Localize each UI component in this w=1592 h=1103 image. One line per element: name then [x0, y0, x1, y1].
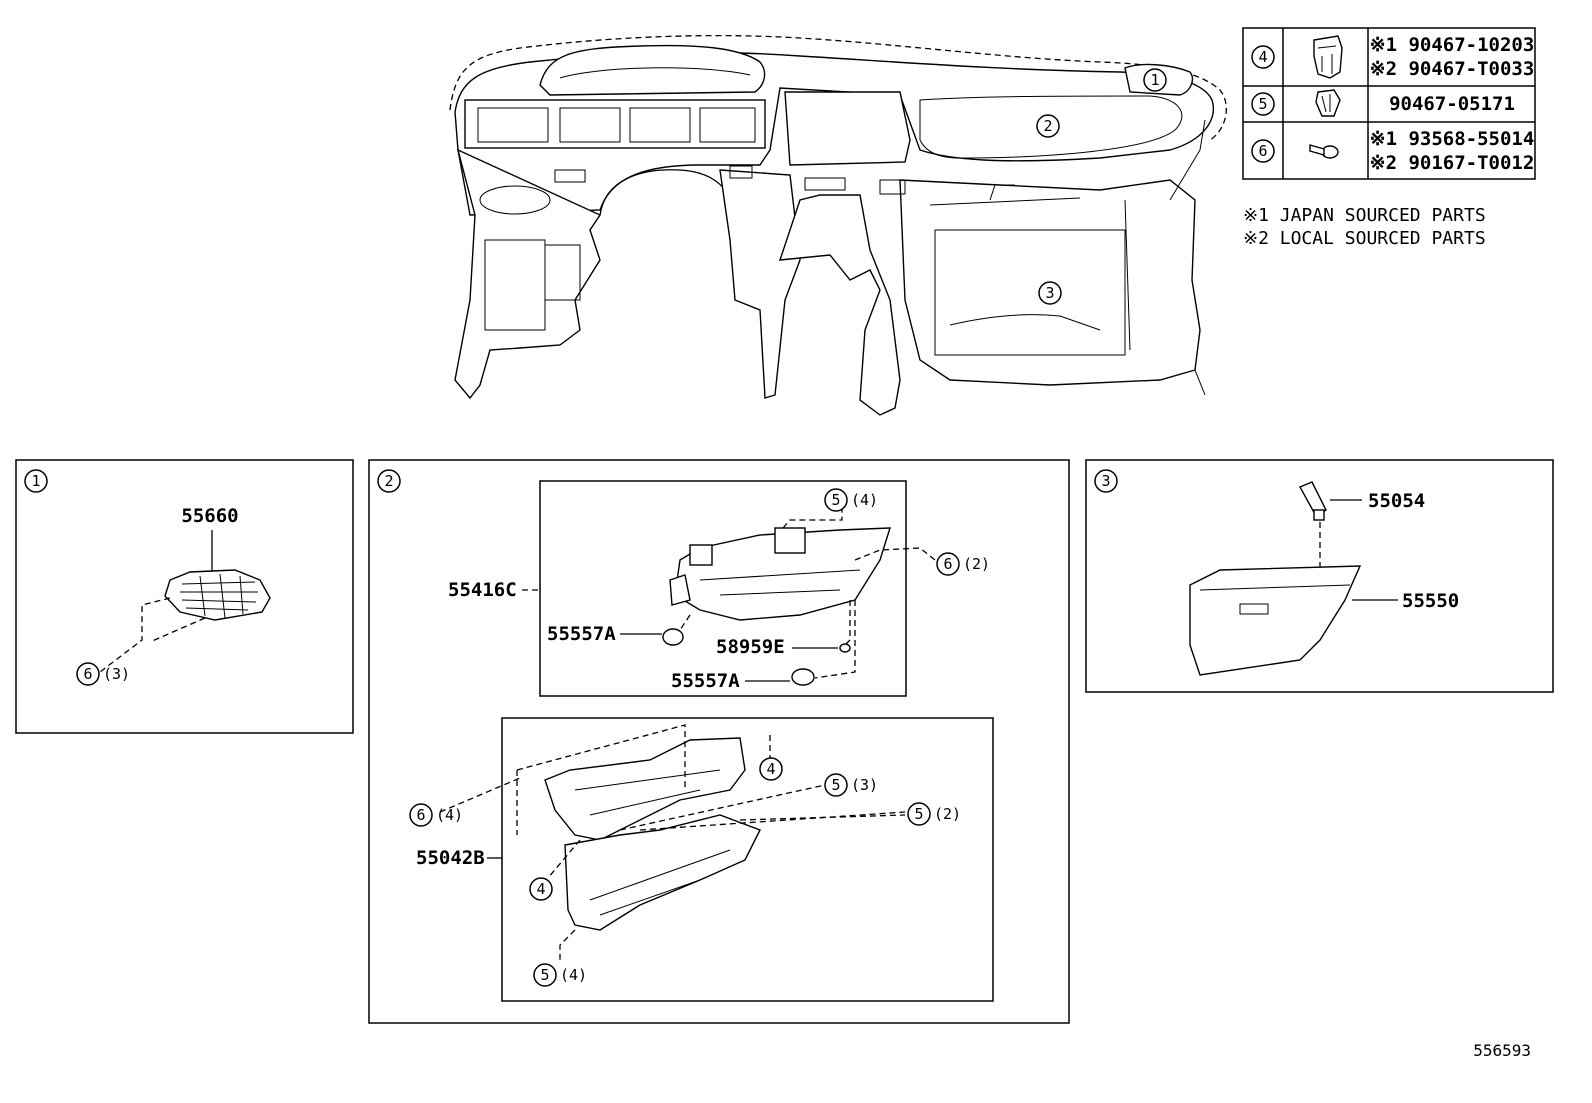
qty-label: (4) [560, 966, 587, 984]
svg-text:5: 5 [831, 776, 840, 794]
svg-text:5: 5 [831, 491, 840, 509]
table-ref: 5 [1258, 95, 1267, 113]
screw-6-icon [1309, 144, 1339, 159]
panel-ref: 1 [31, 472, 40, 490]
fastener-callout-6: 6 (3) [76, 662, 130, 686]
fastener-callout-4-lower: 4 [529, 877, 553, 901]
panel-ref: 2 [384, 472, 393, 490]
table-row-4: 4 ※1 90467-10203 ※2 90467-T0033 [1251, 34, 1535, 80]
fastener-callout-5-4-lower: 5 (4) [533, 963, 587, 987]
diagram-id: 556593 [1473, 1041, 1531, 1060]
table-partno: ※1 90467-10203 [1370, 34, 1535, 56]
qty-label: (4) [851, 491, 878, 509]
part-number-55660: 55660 [181, 505, 238, 527]
fastener-callout-6-4: 6 (4) [409, 803, 463, 827]
panel-3: 3 55054 55550 [1085, 459, 1554, 693]
qty-label: (2) [963, 555, 990, 573]
table-row-5: 5 90467-05171 [1251, 89, 1515, 117]
panel-ref: 3 [1101, 472, 1110, 490]
note-local-sourced: ※2 LOCAL SOURCED PARTS [1243, 228, 1486, 249]
table-partno: ※1 93568-55014 [1370, 128, 1535, 150]
svg-text:6: 6 [83, 665, 92, 683]
part-number-55416C: 55416C [448, 579, 517, 601]
panel-1: 1 55660 6 (3) [15, 459, 354, 734]
fastener-callout-4-upper: 4 [759, 757, 783, 781]
reinforcement-part [544, 737, 761, 931]
svg-text:6: 6 [943, 555, 952, 573]
overview-callout-1: 1 [1143, 68, 1167, 92]
overview-callout-2: 2 [1036, 114, 1060, 138]
fastener-callout-6-2: 6 (2) [936, 552, 990, 576]
dashboard-overview-drawing [449, 34, 1227, 416]
damper-55054: 55054 [1299, 481, 1425, 521]
clip-55557A-upper: 55557A [547, 623, 684, 646]
table-partno: ※2 90467-T0033 [1370, 58, 1535, 80]
qty-label: (3) [851, 776, 878, 794]
part-number-55054: 55054 [1368, 490, 1425, 512]
table-partno: 90467-05171 [1389, 93, 1515, 115]
panel-2: 2 55416C 5 (4) 6 (2) 5 5 5 [368, 459, 1070, 1024]
fastener-callout-5-3: 5 (3) [824, 773, 878, 797]
note-japan-sourced: ※1 JAPAN SOURCED PARTS [1243, 205, 1486, 226]
overview-callout-3: 3 [1038, 281, 1062, 305]
clip-5-icon [1315, 89, 1341, 117]
part-number-55042B: 55042B [416, 847, 485, 869]
lower-dash-panel-part [669, 527, 891, 621]
qty-label: (4) [436, 806, 463, 824]
table-ref: 6 [1258, 142, 1267, 160]
table-partno: ※2 90167-T0012 [1370, 152, 1535, 174]
svg-text:5: 5 [540, 966, 549, 984]
callout-label: 1 [1150, 71, 1159, 89]
qty-label: (3) [103, 665, 130, 683]
part-number-58959E: 58959E [716, 636, 785, 658]
fastener-table: 4 ※1 90467-10203 ※2 90467-T0033 5 90467-… [1242, 27, 1536, 180]
table-ref: 4 [1258, 48, 1267, 66]
table-row-6: 6 ※1 93568-55014 ※2 90167-T0012 [1251, 128, 1535, 174]
side-vent-part [164, 569, 271, 621]
part-number-55557A-2: 55557A [671, 670, 740, 692]
part-number-55557A: 55557A [547, 623, 616, 645]
callout-label: 3 [1045, 284, 1054, 302]
fastener-callout-5-2: 5 (2) [907, 802, 961, 826]
svg-text:4: 4 [536, 880, 545, 898]
callout-label: 2 [1043, 117, 1052, 135]
svg-text:4: 4 [766, 760, 775, 778]
svg-text:5: 5 [914, 805, 923, 823]
qty-label: (2) [934, 805, 961, 823]
part-number-55550: 55550 [1402, 590, 1459, 612]
plug-58959E: 58959E [716, 636, 851, 658]
glove-box-55550: 55550 [1189, 565, 1459, 676]
svg-text:6: 6 [416, 806, 425, 824]
clip-55557A-lower: 55557A [671, 668, 815, 692]
fastener-callout-5-4-upper: 5 (4) [824, 488, 878, 512]
clip-4-icon [1313, 35, 1343, 79]
